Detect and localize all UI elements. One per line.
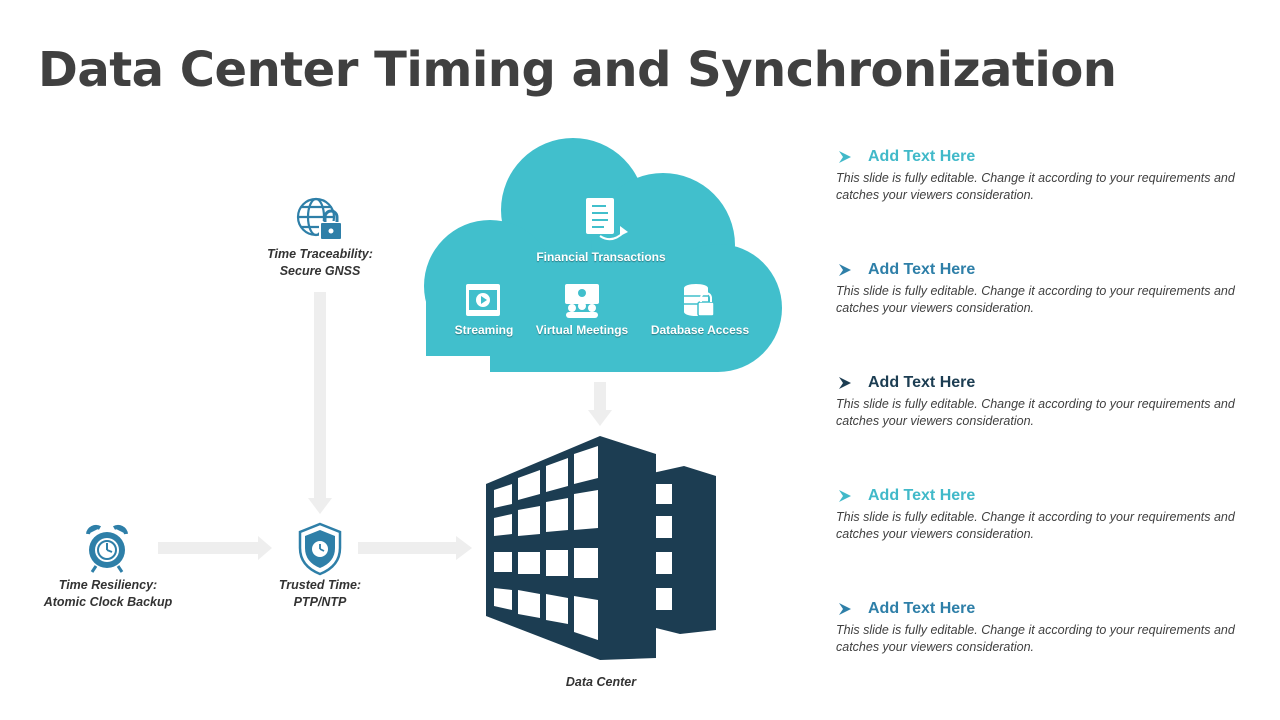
trusted-label-line1: Trusted Time: <box>278 578 362 592</box>
virtual-meeting-icon <box>565 284 599 318</box>
chevron-right-icon <box>839 151 851 163</box>
cloud-label-database: Database Access <box>650 323 750 337</box>
list-item-desc: This slide is fully editable. Change it … <box>836 284 1235 315</box>
cloud-label-meetings: Virtual Meetings <box>535 323 629 337</box>
list-item-title: Add Text Here <box>868 600 976 617</box>
arrow-cloud-to-datacenter <box>588 382 612 426</box>
list-item-1: Add Text Here This slide is fully editab… <box>836 146 1256 204</box>
list-item-desc: This slide is fully editable. Change it … <box>836 397 1235 428</box>
resiliency-label-line2: Atomic Clock Backup <box>43 595 173 609</box>
streaming-video-icon <box>466 284 500 316</box>
list-item-desc: This slide is fully editable. Change it … <box>836 623 1235 654</box>
cloud-label-streaming: Streaming <box>454 323 514 337</box>
list-item-title: Add Text Here <box>868 261 976 278</box>
alarm-clock-icon <box>86 524 128 573</box>
data-center-building-icon <box>486 436 716 660</box>
list-item-title: Add Text Here <box>868 374 976 391</box>
data-center-label: Data Center <box>565 675 637 689</box>
building-windows <box>494 446 598 640</box>
chevron-right-icon <box>839 490 851 502</box>
list-item-3: Add Text Here This slide is fully editab… <box>836 372 1256 430</box>
page-title: Data Center Timing and Synchronization <box>38 42 1117 98</box>
list-item-desc: This slide is fully editable. Change it … <box>836 171 1235 202</box>
list-item-4: Add Text Here This slide is fully editab… <box>836 485 1256 543</box>
resiliency-label-line1: Time Resiliency: <box>58 578 158 592</box>
shield-clock-icon <box>298 522 342 576</box>
list-item-desc: This slide is fully editable. Change it … <box>836 510 1235 541</box>
cloud-label-financial: Financial Transactions <box>536 250 666 264</box>
chevron-right-icon <box>839 603 851 615</box>
trusted-label-line2: PTP/NTP <box>293 595 347 609</box>
list-item-2: Add Text Here This slide is fully editab… <box>836 259 1256 317</box>
financial-document-icon <box>586 198 628 241</box>
list-item-5: Add Text Here This slide is fully editab… <box>836 598 1256 656</box>
resiliency-label: Time Resiliency: Atomic Clock Backup <box>34 577 182 611</box>
arrow-resiliency-to-trusted <box>158 536 272 560</box>
database-lock-icon <box>684 284 715 317</box>
chevron-right-icon <box>839 264 851 276</box>
traceability-label-line1: Time Traceability: <box>267 247 373 261</box>
chevron-right-icon <box>839 377 851 389</box>
globe-lock-icon <box>296 197 343 241</box>
trusted-label: Trusted Time: PTP/NTP <box>250 577 390 611</box>
list-item-title: Add Text Here <box>868 148 976 165</box>
list-item-title: Add Text Here <box>868 487 976 504</box>
traceability-label-line2: Secure GNSS <box>279 264 361 278</box>
arrow-trusted-to-datacenter <box>358 536 472 560</box>
arrow-traceability-to-trusted <box>308 292 332 514</box>
traceability-label: Time Traceability: Secure GNSS <box>250 246 390 280</box>
